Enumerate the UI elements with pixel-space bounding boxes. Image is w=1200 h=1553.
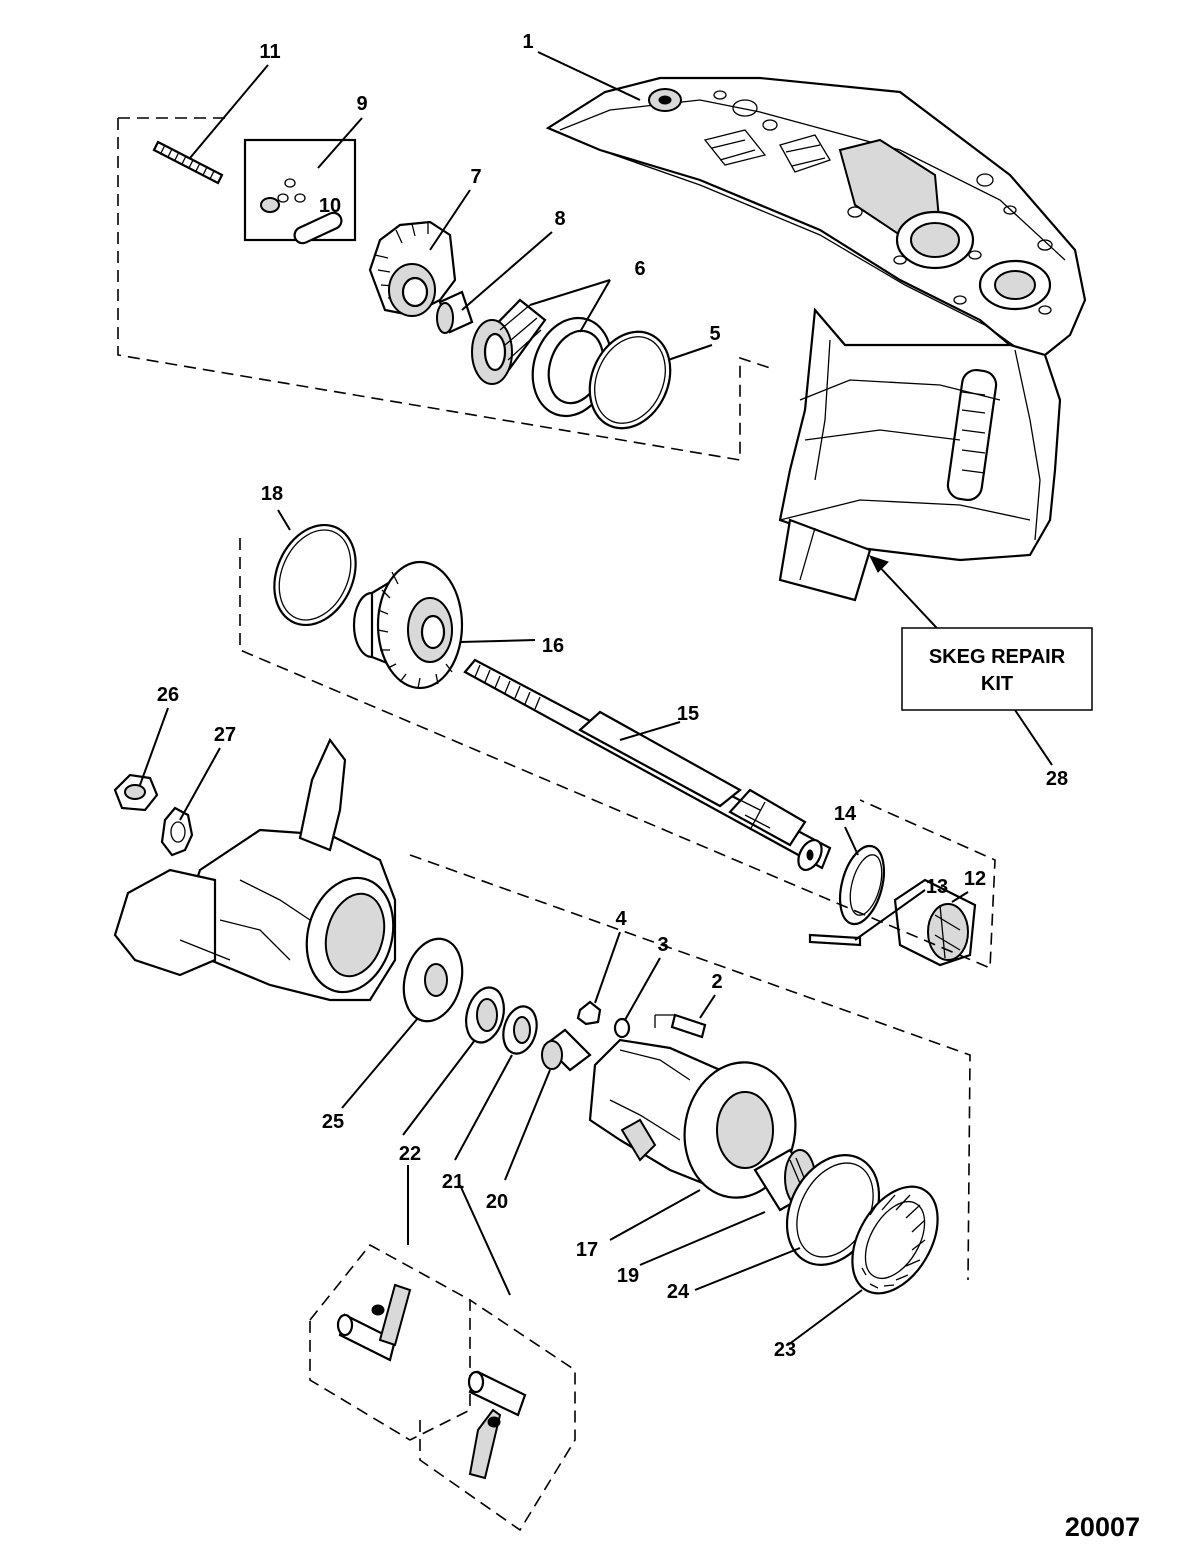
callout-6: 6 [634, 258, 645, 280]
callout-21: 21 [442, 1171, 464, 1193]
callout-18: 18 [261, 483, 283, 505]
callout-1: 1 [522, 31, 533, 53]
callout-20: 20 [486, 1191, 508, 1213]
part-14-cam-ring [838, 844, 886, 926]
callout-numbers: 1 11 9 10 7 8 6 5 18 16 15 14 13 12 28 2… [157, 31, 1068, 1361]
leader-lines [139, 51, 1053, 1346]
callout-27: 27 [214, 724, 236, 746]
callout-9: 9 [356, 93, 367, 115]
callout-15: 15 [677, 703, 699, 725]
callout-8: 8 [554, 208, 565, 230]
part-18-o-ring [273, 523, 357, 627]
gear-housing [545, 76, 1087, 602]
part-22-oil-seal [465, 986, 505, 1044]
part-6-tapered-bearing [471, 298, 547, 385]
part-26-propeller-nut [113, 773, 159, 812]
lower-group-boundary [409, 854, 971, 1281]
part-3-washer [613, 1017, 631, 1039]
part-8-needle-bearing [436, 290, 474, 334]
callout-12: 12 [964, 868, 986, 890]
callout-11: 11 [259, 41, 280, 63]
callout-23: 23 [774, 1339, 796, 1361]
part-23-thrust-bearing [851, 1185, 939, 1295]
middle-group-boundary [239, 538, 996, 970]
kit-box-line2: KIT [981, 673, 1013, 695]
drawing-reference-number: 20007 [1065, 1512, 1140, 1542]
propeller [113, 737, 397, 1002]
callout-25: 25 [322, 1111, 344, 1133]
callout-2: 2 [711, 971, 722, 993]
part-4-nut [576, 1000, 602, 1026]
part-5-o-ring [588, 330, 672, 430]
callout-10: 10 [319, 195, 341, 217]
kit-detail-box-22 [309, 1243, 471, 1441]
kit-detail-22-parts [336, 1283, 412, 1362]
kit-box-line1: SKEG REPAIR [929, 646, 1066, 668]
skeg-repair-kit-box [901, 627, 1093, 711]
callout-26: 26 [157, 684, 179, 706]
callout-22: 22 [399, 1143, 421, 1165]
kit-detail-box-21 [419, 1299, 576, 1532]
part-21-oil-seal [502, 1005, 538, 1055]
part-11-spring [152, 140, 224, 185]
part-13-pin [808, 933, 862, 947]
callout-14: 14 [834, 803, 857, 825]
callout-17: 17 [576, 1239, 598, 1261]
callout-3: 3 [657, 934, 668, 956]
callout-19: 19 [617, 1265, 639, 1287]
part-25-thrust-hub [402, 937, 464, 1023]
part-16-forward-gear [352, 560, 464, 690]
callout-5: 5 [709, 323, 720, 345]
kit-detail-21-parts [467, 1370, 527, 1480]
callout-4: 4 [615, 908, 627, 930]
part-9-decal-sheet [243, 138, 357, 245]
callout-28: 28 [1046, 768, 1068, 790]
callout-7: 7 [470, 166, 481, 188]
part-27-tab-washer [160, 806, 194, 857]
upper-group-boundary [117, 117, 771, 461]
callout-24: 24 [667, 1281, 690, 1303]
callout-16: 16 [542, 635, 564, 657]
part-15-propeller-shaft [463, 658, 832, 871]
part-20-needle-bearing [541, 1028, 592, 1072]
callout-13: 13 [926, 876, 948, 898]
part-2-stud [654, 1013, 707, 1039]
